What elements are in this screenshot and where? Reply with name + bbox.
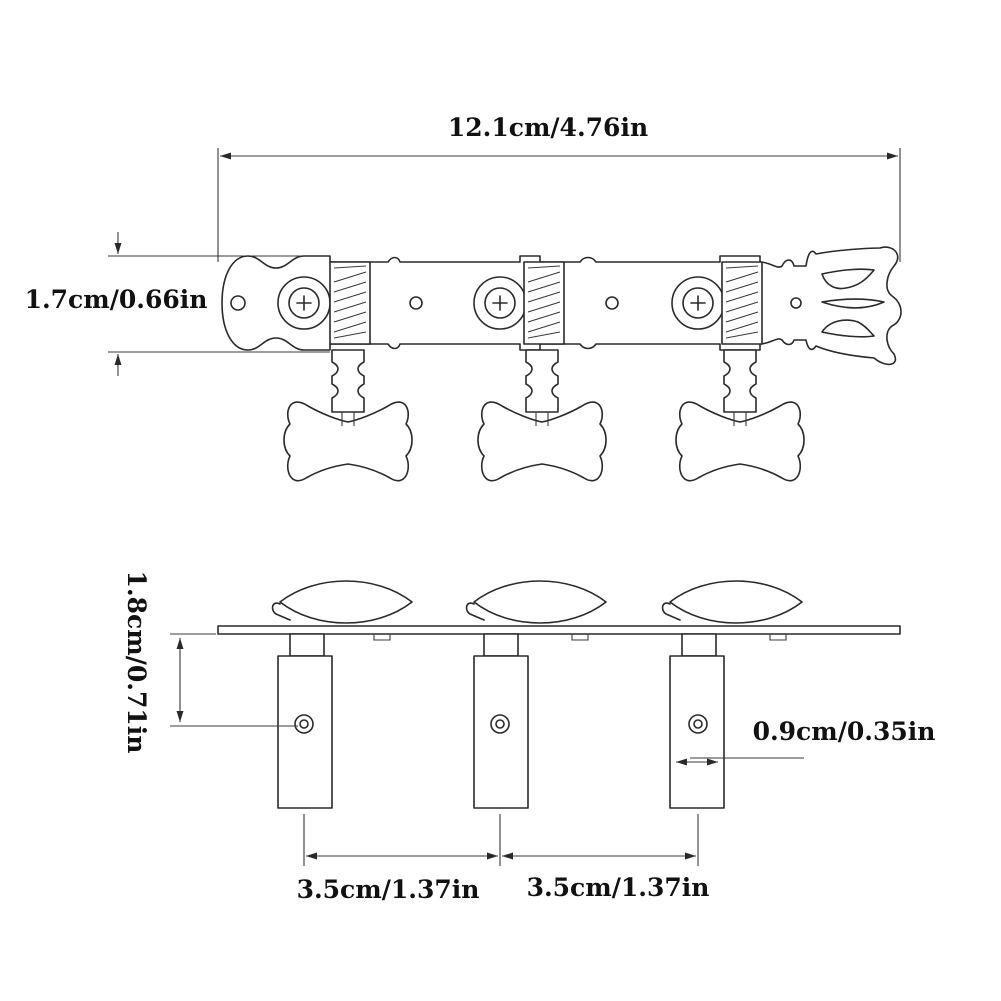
total-length-label: 12.1cm/4.76in bbox=[448, 113, 648, 142]
total-length-dimension: 12.1cm/4.76in bbox=[217, 113, 901, 262]
headstock-slots bbox=[790, 268, 885, 338]
spacing-right-label: 3.5cm/1.37in bbox=[527, 873, 710, 902]
plate-hole-left bbox=[230, 295, 246, 311]
side-button-2 bbox=[465, 580, 607, 624]
tuner-gear-3 bbox=[671, 261, 763, 345]
top-view: 12.1cm/4.76in 1.7cm/0.66in bbox=[25, 113, 902, 482]
string-post-2 bbox=[473, 633, 529, 809]
side-plate bbox=[217, 625, 901, 635]
post-diameter-label: 0.9cm/0.35in bbox=[753, 717, 936, 746]
string-post-3 bbox=[669, 633, 725, 809]
plate-hole-mid-2 bbox=[605, 296, 619, 310]
tuner-button-3 bbox=[675, 349, 805, 482]
tuner-gear-2 bbox=[473, 261, 565, 345]
side-button-1 bbox=[271, 580, 413, 624]
tuner-button-1 bbox=[283, 349, 413, 482]
string-post-1 bbox=[277, 633, 333, 809]
post-spacing-dimension: 3.5cm/1.37in 3.5cm/1.37in bbox=[297, 814, 710, 904]
post-height-dimension: 1.8cm/0.71in bbox=[122, 571, 298, 754]
side-button-3 bbox=[661, 580, 803, 624]
tuner-gear-1 bbox=[277, 261, 371, 345]
plate-width-dimension: 1.7cm/0.66in bbox=[25, 232, 330, 376]
post-height-label: 1.8cm/0.71in bbox=[122, 571, 151, 754]
side-view: 1.8cm/0.71in 0.9cm/0.35in 3.5cm/1.37in 3… bbox=[122, 571, 935, 904]
tuner-button-2 bbox=[477, 349, 607, 482]
spacing-left-label: 3.5cm/1.37in bbox=[297, 875, 480, 904]
plate-width-label: 1.7cm/0.66in bbox=[25, 285, 208, 314]
plate-hole-mid-1 bbox=[409, 296, 423, 310]
post-diameter-dimension: 0.9cm/0.35in bbox=[676, 717, 936, 766]
